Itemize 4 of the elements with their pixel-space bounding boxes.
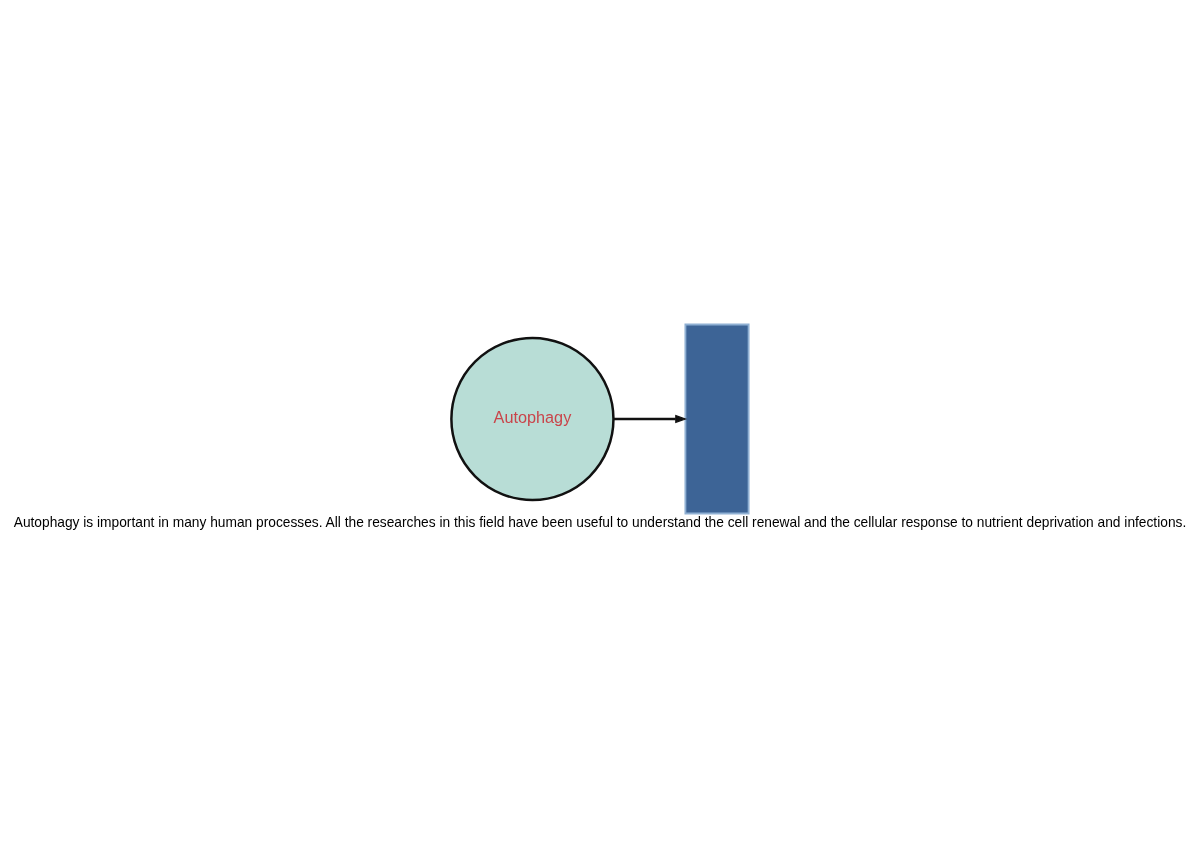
node-person <box>684 323 750 514</box>
node-circle: Autophagy <box>450 336 615 501</box>
caption: Autophagy is important in many human processes. All the researches in this field have been useful to understand the cell renewal and the cellular response to nutrient deprivation and infections. <box>13 514 1187 530</box>
arrow <box>612 414 688 423</box>
